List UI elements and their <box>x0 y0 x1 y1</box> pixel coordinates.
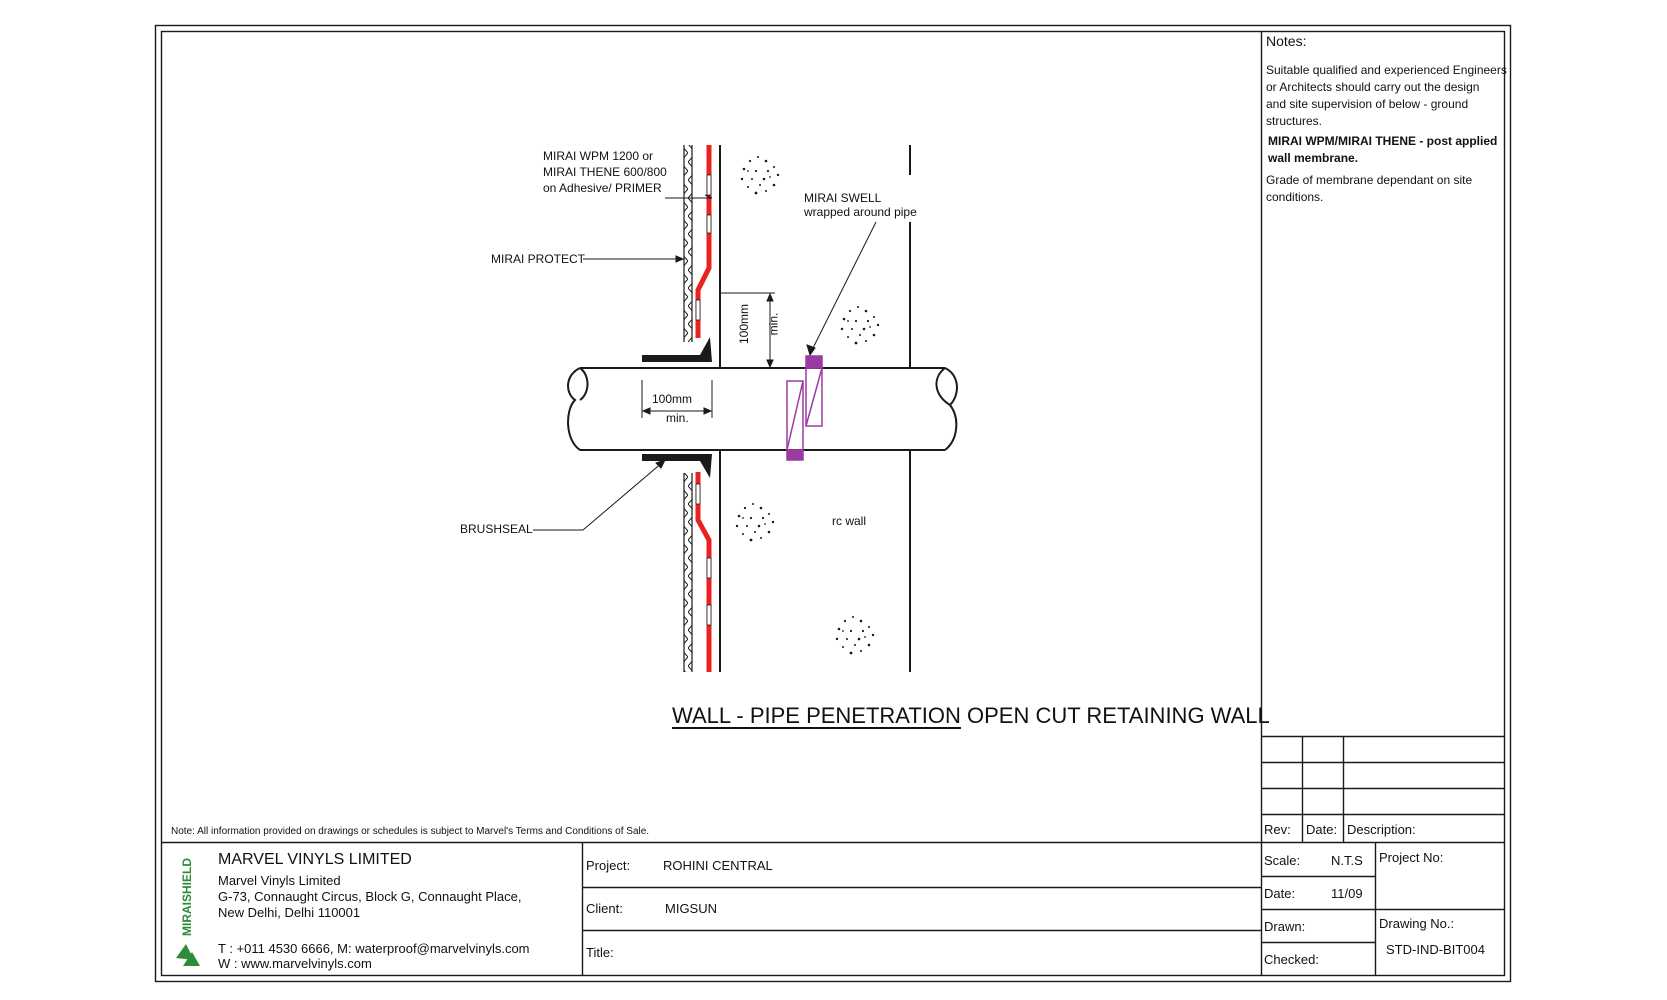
pipe <box>567 367 958 451</box>
notes-para3-line: conditions. <box>1266 190 1324 204</box>
label-dim-vertical-1: 100mm <box>737 303 752 345</box>
label-brushseal: BRUSHSEAL <box>460 522 533 536</box>
client-value: MIGSUN <box>665 901 717 916</box>
notes-para2: MIRAI WPM/MIRAI THENE - post applied wal… <box>1268 133 1497 167</box>
notes-para1: Suitable qualified and experienced Engin… <box>1266 62 1507 130</box>
label-dim-vertical-2: min. <box>766 312 781 336</box>
notes-para1-line: Suitable qualified and experienced Engin… <box>1266 63 1507 77</box>
client-label: Client: <box>586 901 623 916</box>
brushseal-lower <box>642 454 712 478</box>
notes-para1-line: structures. <box>1266 114 1323 128</box>
brand-vertical-text: MIRAISHIELD <box>180 858 194 936</box>
label-membrane-line3: on Adhesive/ PRIMER <box>543 181 662 195</box>
label-dim-horizontal-1: 100mm <box>652 392 693 406</box>
rev-description-label: Description: <box>1347 822 1416 837</box>
checked-label: Checked: <box>1264 952 1319 967</box>
label-rc-wall: rc wall <box>832 514 867 528</box>
drawn-label: Drawn: <box>1264 919 1306 934</box>
label-mirai-swell: MIRAI SWELL <box>804 191 882 205</box>
brushseal-upper <box>642 337 712 362</box>
label-mirai-swell-sub: wrapped around pipe <box>804 205 917 219</box>
company-address-line1: G-73, Connaught Circus, Block G, Connaug… <box>218 889 522 904</box>
company-contact-line1: T : +011 4530 6666, M: waterproof@marvel… <box>218 941 530 956</box>
notes-para2-line: MIRAI WPM/MIRAI THENE - post applied <box>1268 134 1498 148</box>
aggregate-dots <box>735 156 880 655</box>
project-label: Project: <box>586 858 631 873</box>
date-label: Date: <box>1264 886 1296 901</box>
disclaimer-note: Note: All information provided on drawin… <box>171 826 650 837</box>
label-membrane-line2: MIRAI THENE 600/800 <box>543 165 667 179</box>
company-name: Marvel Vinyls Limited <box>218 873 341 888</box>
company-name-caps: MARVEL VINYLS LIMITED <box>218 851 412 868</box>
notes-para3: Grade of membrane dependant on site cond… <box>1266 172 1472 206</box>
drawing-no-label: Drawing No.: <box>1379 916 1455 931</box>
notes-para1-line: and site supervision of below - ground <box>1266 97 1469 111</box>
notes-para3-line: Grade of membrane dependant on site <box>1266 173 1473 187</box>
date-value: 11/09 <box>1331 886 1363 901</box>
mirai-protect-lower <box>683 473 693 672</box>
project-value: ROHINI CENTRAL <box>663 858 773 873</box>
dimension-horizontal <box>641 380 713 418</box>
mirai-swell <box>786 355 823 461</box>
inner-border <box>160 30 1506 977</box>
notes-para2-line: wall membrane. <box>1268 151 1359 165</box>
rev-label: Rev: <box>1264 822 1291 837</box>
rev-date-label: Date: <box>1306 822 1338 837</box>
outer-border <box>154 24 1512 983</box>
scale-label: Scale: <box>1264 853 1301 868</box>
drawing-title-part2: OPEN CUT RETAINING WALL <box>960 703 1270 728</box>
notes-heading: Notes: <box>1266 33 1307 49</box>
leader-lines <box>533 194 877 531</box>
company-contact-line2: W : www.marvelvinyls.com <box>218 956 372 971</box>
label-dim-horizontal-2: min. <box>666 411 689 425</box>
label-mirai-protect: MIRAI PROTECT <box>491 252 586 266</box>
project-no-label: Project No: <box>1379 850 1444 865</box>
notes-para1-line: or Architects should carry out the desig… <box>1266 80 1480 94</box>
mirai-protect-upper <box>683 145 693 342</box>
title-label: Title: <box>586 945 614 960</box>
drawing-title-part1: WALL - PIPE PENETRATION <box>672 703 961 728</box>
company-address-line2: New Delhi, Delhi 110001 <box>218 905 361 920</box>
label-membrane-line1: MIRAI WPM 1200 or <box>543 149 654 163</box>
drawing-no-value: STD-IND-BIT004 <box>1386 942 1485 957</box>
scale-value: N.T.S <box>1331 853 1363 868</box>
dimension-vertical <box>720 292 775 369</box>
drawing-title: WALL - PIPE PENETRATION OPEN CUT RETAINI… <box>672 703 1270 729</box>
